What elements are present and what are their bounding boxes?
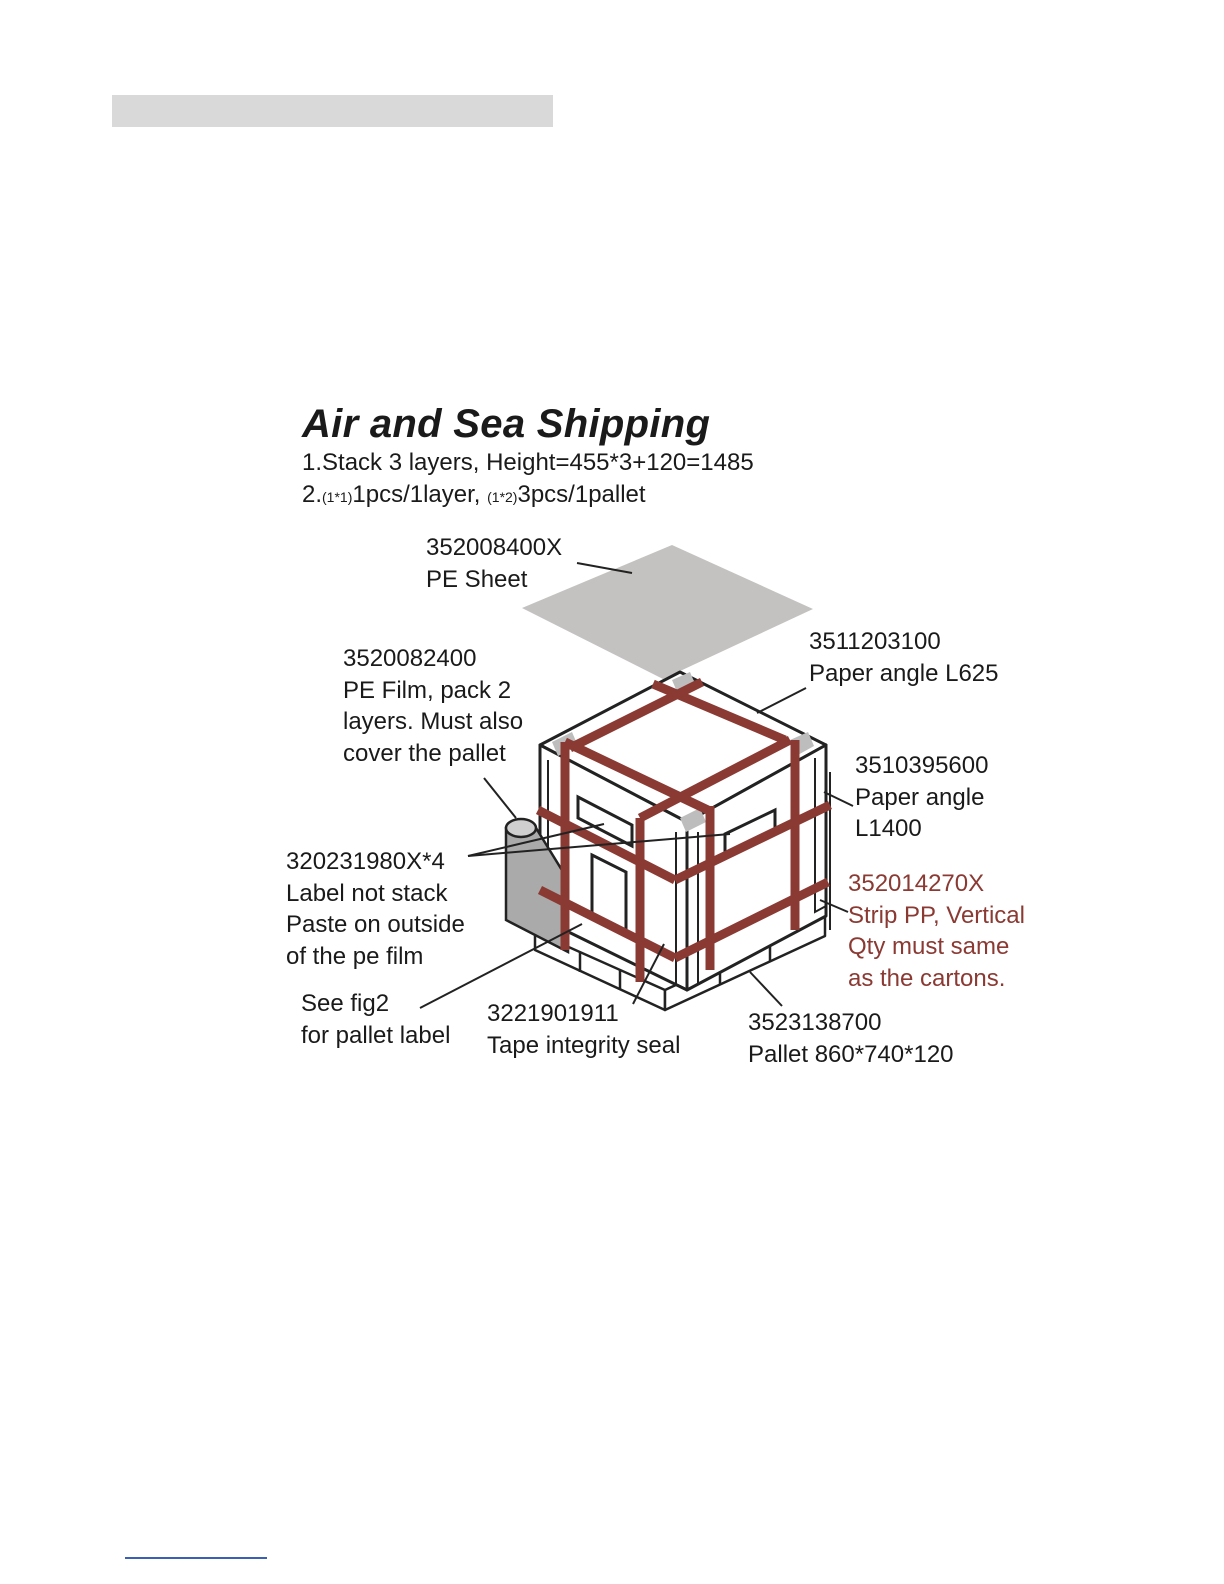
header-bar: [112, 95, 553, 127]
leader-lines: [419, 562, 854, 1009]
box-windows: [576, 794, 777, 939]
callout-label: 320231980X*4 Label not stack Paste on ou…: [286, 848, 465, 970]
callout-pe-sheet: 352008400X PE Sheet: [426, 534, 563, 593]
callout-see-fig2: See fig2 for pallet label: [301, 990, 451, 1049]
footnote-rule: [125, 1557, 267, 1559]
pe-film-roll: [504, 817, 570, 955]
callout-pallet: 3523138700 Pallet 860*740*120: [748, 1009, 954, 1068]
callout-pe-film: 3520082400 PE Film, pack 2 layers. Must …: [343, 645, 524, 767]
callout-strip-pp: 352014270X Strip PP, Vertical Qty must s…: [848, 870, 1025, 992]
callout-tape-seal: 3221901911 Tape integrity seal: [487, 1000, 681, 1059]
instruction-line-2: 2.(1*1)1pcs/1layer, (1*2)3pcs/1pallet: [302, 481, 646, 508]
callout-paper-angle-top: 3511203100 Paper angle L625: [809, 628, 999, 687]
instruction-line-1: 1.Stack 3 layers, Height=455*3+120=1485: [302, 449, 754, 476]
pe-sheet-shape: [522, 545, 813, 679]
diagram-title: Air and Sea Shipping: [302, 402, 711, 446]
callout-paper-angle-side: 3510395600 Paper angle L1400: [855, 752, 989, 842]
